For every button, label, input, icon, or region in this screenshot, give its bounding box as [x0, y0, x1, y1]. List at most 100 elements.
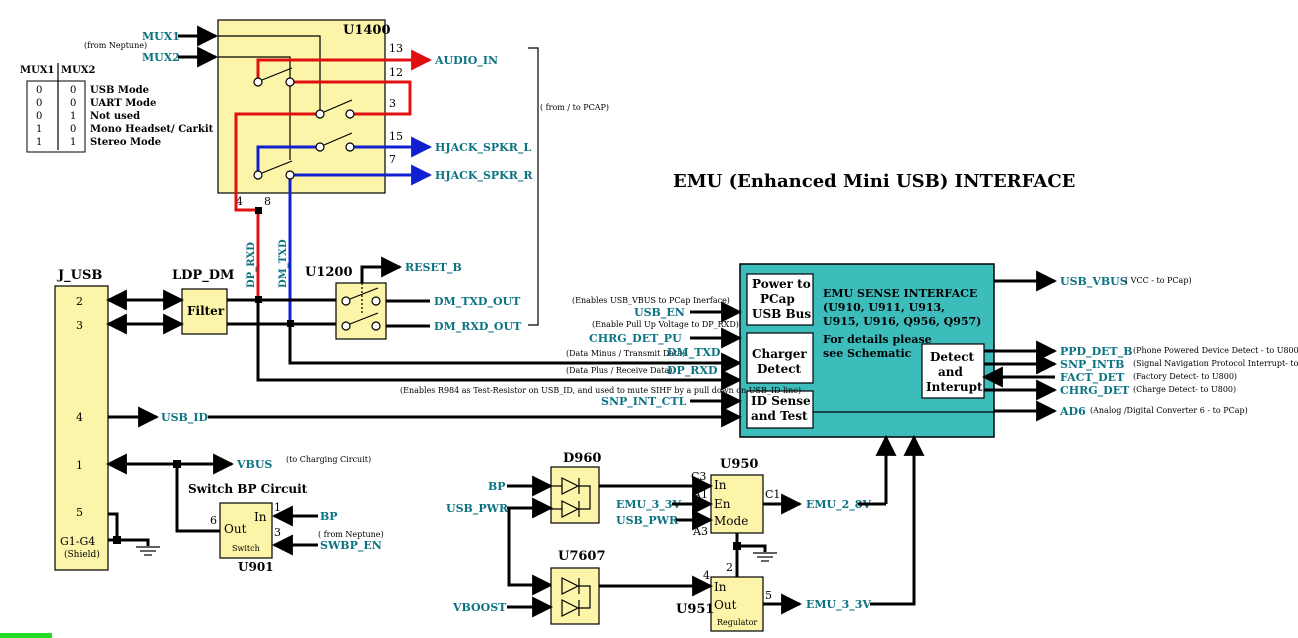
- u7607-label: U7607: [558, 549, 606, 564]
- charger-detect-box: [746, 332, 814, 384]
- u7607-out-join: [579, 585, 591, 609]
- mux-row-3-mux1: 1: [36, 124, 42, 135]
- j-usb-box: [54, 285, 109, 571]
- u901-label: U901: [238, 560, 274, 574]
- u1200-contact: [371, 321, 381, 331]
- j-usb-block: J_USB 2 3 4 1 5 G1-G4 (Shield): [54, 268, 109, 571]
- j-usb-pin-4: 4: [76, 411, 83, 424]
- u950-pin-c3: C3: [691, 470, 706, 483]
- u901-switch-label: Switch: [232, 544, 260, 553]
- mux-row-4-mux1: 1: [36, 137, 42, 148]
- filter-box: [181, 288, 228, 335]
- dp-rxd-note: (Data Plus / Receive Data): [566, 366, 672, 375]
- j-usb-shield-pins: G1-G4: [60, 535, 95, 548]
- dm-txd-label: DM_TXD: [667, 346, 721, 360]
- vbus-label: VBUS: [236, 458, 272, 471]
- switch-bp-circuit-label: Switch BP Circuit: [188, 482, 308, 496]
- mux-row-4-mux2: 1: [70, 137, 76, 148]
- u950-en-label: En: [714, 497, 731, 511]
- filter-label: Filter: [187, 304, 225, 318]
- u1200-box: [335, 282, 387, 340]
- snp-int-ctl-note: (Enables R984 as Test-Resistor on USB_ID…: [400, 386, 801, 395]
- u901-in-label: In: [254, 510, 267, 524]
- u1400-ctrl-2: [218, 56, 291, 160]
- u1400-contact: [285, 77, 295, 87]
- emu-3-3v-to-emu: [870, 434, 925, 606]
- mux-table-box: [26, 80, 86, 153]
- emu-details-line2: see Schematic: [823, 347, 912, 360]
- mux2-label: MUX2: [142, 51, 180, 64]
- id-sense-line1: ID Sense: [751, 394, 811, 408]
- u1400-pin-3: 3: [389, 97, 396, 110]
- usb-en-label: USB_EN: [634, 306, 685, 320]
- u7607-box: [550, 567, 600, 625]
- dp-rxd-label: DP_RXD: [667, 364, 718, 378]
- emu-3-3v-in-label: EMU_3_3V: [616, 498, 681, 512]
- mux-row-2-mux2: 1: [70, 111, 76, 122]
- d960-box: [550, 466, 600, 524]
- u1400-contact: [315, 142, 325, 152]
- diode-icon: [561, 599, 580, 617]
- usb-en-note: (Enables USB_VBUS to PCap Inerface): [572, 296, 730, 305]
- u1400-pin-12: 12: [389, 66, 403, 79]
- ppd-det-b-note: (Phone Powered Device Detect - to U800): [1133, 346, 1298, 355]
- d960-block: D960: [550, 451, 601, 524]
- u1400-switch-arm: [261, 160, 293, 174]
- pcap-bracket: [528, 47, 539, 326]
- dm-txd-note: (Data Minus / Transmit Data): [566, 349, 685, 358]
- detect-interupt-line3: Interupt: [926, 380, 983, 394]
- u1400-switch-arm: [323, 132, 353, 146]
- bp-label: BP: [488, 480, 506, 493]
- hjack-spkr-l-label: HJACK_SPKR_L: [435, 141, 531, 155]
- chrg-det-pu-label: CHRG_DET_PU: [589, 332, 682, 346]
- mux-row-4-mode: Stereo Mode: [90, 137, 161, 148]
- u1400-contact: [285, 170, 295, 180]
- u950-pin-a1: A1: [692, 488, 708, 501]
- fact-det-note: (Factory Detect- to U800): [1133, 372, 1237, 381]
- u1400-pin-13: 13: [389, 42, 403, 55]
- power-to-pcap-box: [746, 273, 814, 326]
- mux-row-1-mux1: 0: [36, 98, 42, 109]
- mux-row-1-mode: UART Mode: [90, 98, 156, 109]
- usb-vbus-note: ( VCC - to PCap): [1125, 276, 1192, 285]
- u901-pin-6: 6: [210, 514, 217, 527]
- u1400-contact: [345, 142, 355, 152]
- emu-sense-line1: EMU SENSE INTERFACE: [823, 287, 977, 300]
- u950-pin-c1: C1: [765, 488, 780, 501]
- mux-row-1-mux2: 0: [70, 98, 76, 109]
- j-usb-pin-3: 3: [76, 319, 83, 332]
- mux-table-header-mux1: MUX1: [20, 65, 55, 76]
- u951-out-label: Out: [714, 598, 737, 612]
- id-sense-line2: and Test: [751, 409, 808, 423]
- ad6-label: AD6: [1059, 405, 1086, 418]
- audio-in-trace: [256, 49, 433, 82]
- u1200-label: U1200: [305, 265, 353, 280]
- chrg-det-label: CHRG_DET: [1060, 384, 1130, 398]
- dm-txd-out-label: DM_TXD_OUT: [434, 295, 521, 309]
- fact-det-label: FACT_DET: [1060, 371, 1125, 385]
- u1400-pin-15: 15: [389, 130, 403, 143]
- usb-pwr-label: USB_PWR: [446, 502, 509, 516]
- u1400-contact: [345, 109, 355, 119]
- u950-ground-wire: [735, 533, 767, 552]
- dp-rxd-vertical-label: DP_RXD: [246, 242, 257, 288]
- u951-pin-2: 2: [726, 561, 733, 574]
- corner-marker: [0, 633, 52, 638]
- u901-box: [219, 502, 273, 559]
- mux-row-3-mux2: 0: [70, 124, 76, 135]
- j-usb-pin-5: 5: [76, 506, 83, 519]
- power-to-pcap-line1: Power to: [752, 277, 811, 291]
- chrg-det-note: (Charge Detect- to U800): [1133, 385, 1236, 394]
- u1400-box: [217, 19, 386, 194]
- u1400-contact: [253, 77, 263, 87]
- dp-rxd-trace: [256, 300, 743, 391]
- detect-interupt-box: [921, 343, 985, 399]
- u901-pin-3: 3: [274, 526, 281, 539]
- u1400-label: U1400: [343, 23, 391, 38]
- detect-interupt-line1: Detect: [930, 350, 975, 364]
- reset-b-label: RESET_B: [405, 261, 462, 275]
- emu-sense-line3: U915, U916, Q956, Q957): [823, 315, 981, 328]
- usb-pwr-to-u7607-wire: [507, 508, 554, 596]
- power-to-pcap-line3: USB Bus: [752, 307, 811, 321]
- vboost-label: VBOOST: [452, 601, 507, 614]
